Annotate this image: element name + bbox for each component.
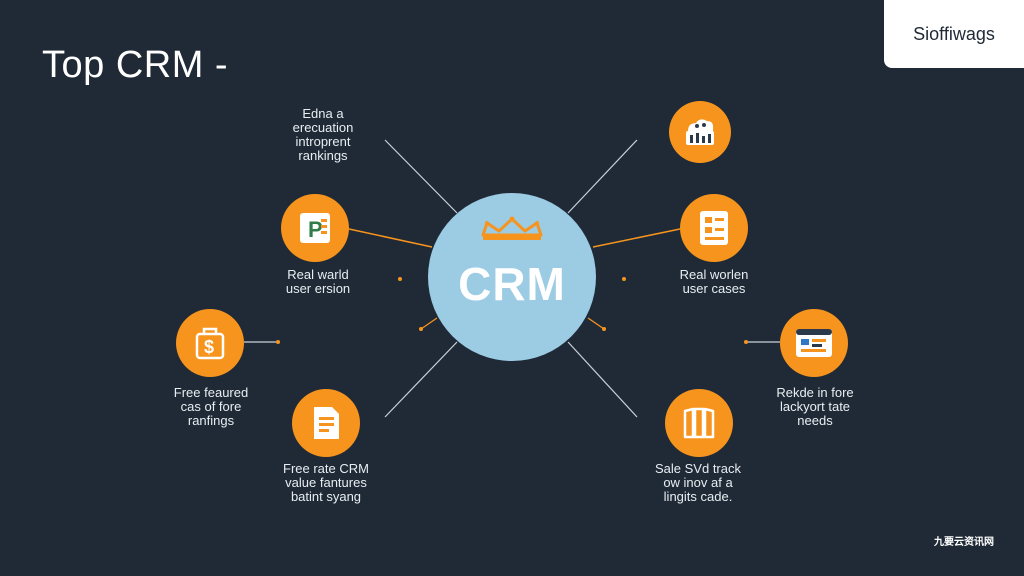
connector-mid-right	[592, 228, 681, 248]
label-bottom-left: Free rate CRM value fantures batint syan…	[283, 461, 369, 504]
label-bottom-right: Sale SVd track ow inov af a lingits cade…	[655, 461, 741, 504]
dot-left	[398, 277, 402, 281]
document-list-icon	[700, 211, 728, 245]
page-title: Top CRM -	[42, 44, 229, 86]
crm-hub: CRM	[428, 193, 596, 361]
dot-right	[622, 277, 626, 281]
node-mid-left: P	[281, 194, 349, 262]
svg-text:$: $	[204, 337, 214, 357]
connector-bottom-right	[567, 341, 638, 418]
cloud-chart-icon	[686, 119, 714, 145]
node-top-right	[669, 101, 731, 163]
label-mid-left: Real warld user ersion	[285, 267, 351, 296]
node-mid-right	[680, 194, 748, 262]
brand-label: Sioffiwags	[913, 23, 995, 44]
hub-label: CRM	[458, 258, 566, 310]
dashboard-icon	[796, 329, 832, 357]
crown-icon	[481, 216, 543, 240]
label-far-right: Rekde in fore lackyort tate needs	[776, 385, 854, 428]
dollar-bag-icon: $	[195, 327, 225, 360]
node-bottom-right	[665, 389, 733, 457]
p-document-icon: P	[300, 213, 330, 243]
book-icon	[683, 407, 715, 439]
brand-box: Sioffiwags	[884, 0, 1024, 68]
dot-far-right	[744, 340, 748, 344]
connector-top-left	[384, 139, 458, 214]
file-text-icon	[314, 407, 339, 439]
dot-far-left	[276, 340, 280, 344]
label-top-left: Edna a erecuation introprent rankings	[292, 106, 354, 163]
node-far-left: $	[176, 309, 244, 377]
connector-top-right	[567, 139, 638, 214]
label-far-left: Free feaured cas of fore ranfings	[173, 385, 249, 428]
node-far-right	[780, 309, 848, 377]
svg-text:P: P	[308, 217, 323, 242]
connector-bottom-left	[384, 341, 458, 418]
label-mid-right: Real worlen user cases	[679, 267, 749, 296]
node-bottom-left	[292, 389, 360, 457]
connector-mid-left	[348, 228, 433, 248]
watermark: 九要云资讯网	[934, 537, 994, 548]
